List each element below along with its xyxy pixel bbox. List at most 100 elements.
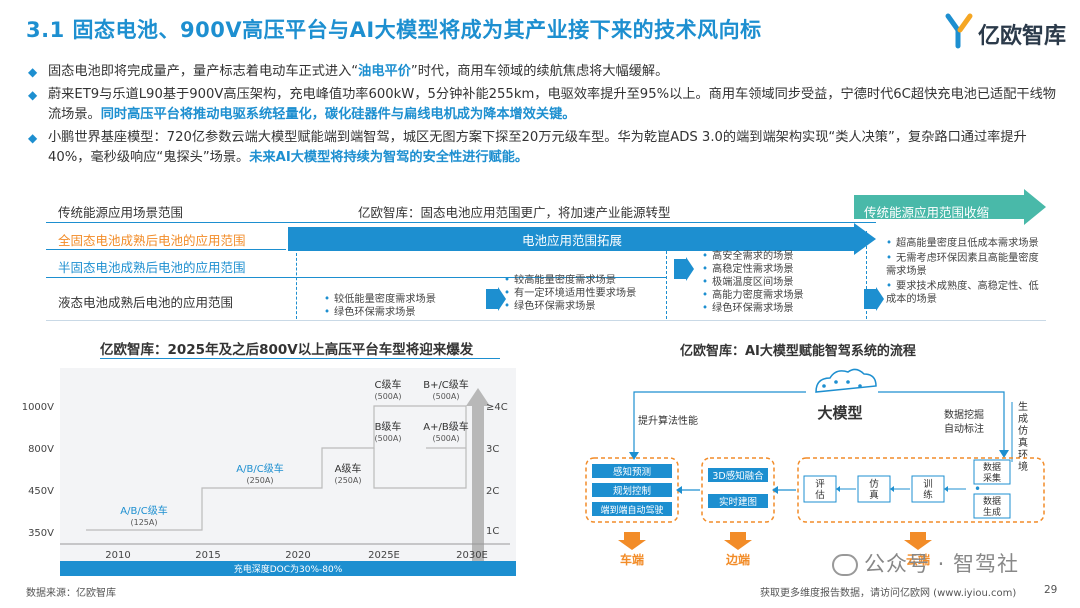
voltage-platform-chart: 1000V 800V 450V 350V A/B/C级车 (125A) A/B/… bbox=[22, 368, 516, 576]
down-arrow bbox=[904, 532, 932, 550]
battery-scope-diagram: 传统能源应用场景范围 亿欧智库：固态电池应用范围更广，将加速产业能源转型 传统能… bbox=[46, 189, 1046, 323]
doc-bar-label: 充电深度DOC为30%-80% bbox=[234, 563, 343, 575]
flow-box bbox=[857, 475, 891, 503]
row-divider bbox=[46, 320, 1046, 321]
bullet-highlight: 同时高压平台将推动电驱系统轻量化，碳化硅器件与扁线电机成为降本增效关键。 bbox=[100, 107, 576, 122]
scope-item: 要求技术成熟度、高稳定性、低成本的场景 bbox=[886, 281, 1039, 305]
scope-item: 有一定环境适用性要求场景 bbox=[514, 288, 637, 299]
bullet-text: 蔚来ET9与乐道L90基于900V高压架构，充电峰值功率600kW，5分钟补能2… bbox=[48, 87, 1056, 122]
x-tick: 2015 bbox=[195, 550, 220, 561]
bullet-list: ◆ 固态电池即将完成量产，量产标志着电动车正式进入“油电平价”时代，商用车领域的… bbox=[26, 62, 1056, 171]
flow-box bbox=[708, 468, 768, 482]
logo-text: 亿欧智库 bbox=[978, 24, 1067, 49]
arrow-head bbox=[772, 486, 778, 494]
x-tick: 2010 bbox=[105, 550, 130, 561]
scope-item: 高能力密度需求场景 bbox=[712, 290, 804, 301]
bullet-item: ◆ 蔚来ET9与乐道L90基于900V高压架构，充电峰值功率600kW，5分钟补… bbox=[26, 85, 1056, 125]
bullet-item: ◆ 固态电池即将完成量产，量产标志着电动车正式进入“油电平价”时代，商用车领域的… bbox=[26, 62, 1056, 82]
row-traditional-label: 传统能源应用场景范围 bbox=[58, 205, 184, 220]
end-label: 云端 bbox=[906, 552, 930, 567]
svg-text:仿: 仿 bbox=[1018, 424, 1028, 437]
scope-col1: •较低能量密度需求场景 •绿色环保需求场景 bbox=[324, 294, 436, 318]
x-tick: 2030E bbox=[456, 550, 488, 561]
end-label: 车端 bbox=[620, 552, 644, 567]
step-sub: (250A) bbox=[247, 476, 274, 485]
y-tick: 1000V bbox=[22, 402, 54, 413]
wechat-icon bbox=[832, 554, 858, 576]
svg-text:环: 环 bbox=[1018, 450, 1028, 461]
scope-item: 较低能量密度需求场景 bbox=[334, 294, 436, 305]
flow-box bbox=[708, 494, 768, 508]
scope-item: 超高能量密度且低成本需求场景 bbox=[896, 238, 1039, 249]
flow-box-label: 感知预测 bbox=[613, 466, 651, 478]
svg-text:生: 生 bbox=[1018, 400, 1028, 413]
flow-box-label: 练 bbox=[923, 489, 933, 501]
flow-box bbox=[592, 464, 672, 478]
scope-headline: 亿欧智库：固态电池应用范围更广，将加速产业能源转型 bbox=[358, 205, 671, 220]
flow-box-label: 生成 bbox=[983, 506, 1001, 518]
column-separator bbox=[866, 231, 867, 319]
flow-box bbox=[592, 483, 672, 497]
end-label: 边端 bbox=[725, 552, 750, 567]
shrink-arrow-label: 传统能源应用范围收缩 bbox=[864, 205, 990, 220]
expand-arrow bbox=[288, 223, 876, 255]
flow-box-label: 数据 bbox=[983, 495, 1001, 507]
footer-more[interactable]: 获取更多维度报告数据，请访问亿欧网 (www.iyiou.com) bbox=[760, 588, 1017, 599]
scope-item: 无需考虑环保因素且高能量密度需求场景 bbox=[886, 253, 1039, 277]
step-sub: (250A) bbox=[335, 476, 362, 485]
step-label: B+/C级车 bbox=[423, 378, 469, 391]
flow-box bbox=[911, 475, 945, 503]
step-sub: (125A) bbox=[131, 518, 158, 527]
watermark-text: 公众号 · 智驾社 bbox=[864, 552, 1020, 576]
flow-box-label: 评 bbox=[815, 479, 825, 490]
flow-arrow bbox=[878, 391, 1005, 454]
shrink-arrow bbox=[854, 189, 1046, 225]
cloud-group bbox=[797, 457, 1045, 523]
data-source: 数据来源：亿欧智库 bbox=[26, 588, 116, 599]
down-arrow bbox=[724, 532, 752, 550]
left-chart-title: 亿欧智库：2025年及之后800V以上高压平台车型将迎来爆发 bbox=[100, 342, 474, 358]
bullet-highlight: 未来AI大模型将持续为智驾的安全性进行赋能。 bbox=[249, 150, 529, 165]
step-label: A+/B级车 bbox=[423, 420, 468, 433]
flow-box bbox=[803, 475, 837, 503]
x-tick: 2020 bbox=[285, 550, 310, 561]
step-line bbox=[426, 405, 467, 489]
flow-box-label: 规划控制 bbox=[613, 485, 651, 497]
y-tick: 350V bbox=[28, 528, 54, 539]
y-tick: 800V bbox=[28, 444, 54, 455]
flow-box bbox=[973, 459, 1011, 485]
row-divider bbox=[46, 249, 286, 250]
step-label: B级车 bbox=[375, 420, 402, 433]
row-all-solid-label: 全固态电池成熟后电池的应用范围 bbox=[58, 233, 246, 248]
step-sub: (500A) bbox=[433, 434, 460, 443]
diamond-icon: ◆ bbox=[28, 65, 38, 79]
flow-box-label: 实时建图 bbox=[719, 496, 757, 508]
flow-box-label: 采集 bbox=[983, 472, 1001, 484]
step-arrow bbox=[864, 287, 884, 311]
row-divider bbox=[46, 277, 666, 278]
rate-level: ≥4C bbox=[486, 402, 508, 413]
scope-item: 高稳定性需求场景 bbox=[712, 264, 794, 275]
flow-box-label: 真 bbox=[869, 489, 879, 501]
scope-item: 极端温度区间场景 bbox=[712, 277, 794, 288]
x-tick: 2025E bbox=[368, 550, 400, 561]
watermark: 公众号 · 智驾社 bbox=[832, 548, 1019, 578]
rate-level: 2C bbox=[486, 486, 499, 497]
left-note: 提升算法性能 bbox=[638, 414, 698, 427]
row-liquid-label: 液态电池成熟后电池的应用范围 bbox=[58, 295, 234, 310]
cloud-icon bbox=[815, 368, 877, 393]
svg-text:成: 成 bbox=[1018, 413, 1028, 425]
step-arrow bbox=[674, 257, 694, 281]
right-note-1: 数据挖掘 bbox=[944, 408, 984, 421]
bullet-item: ◆ 小鹏世界基座模型：720亿参数云端大模型赋能端到端智驾，城区无图方案下探至2… bbox=[26, 128, 1056, 168]
doc-bar bbox=[60, 561, 516, 576]
edge-group bbox=[701, 457, 775, 523]
row-divider bbox=[46, 222, 876, 223]
step-label: A/B/C级车 bbox=[120, 504, 167, 517]
page-number: 29 bbox=[1044, 584, 1058, 596]
step-label: C级车 bbox=[375, 378, 402, 391]
arrow-head bbox=[676, 486, 682, 494]
bullet-text: 小鹏世界基座模型：720亿参数云端大模型赋能端到端智驾，城区无图方案下探至20万… bbox=[48, 130, 1027, 165]
step-line bbox=[373, 448, 426, 489]
flow-arrow bbox=[633, 391, 806, 454]
